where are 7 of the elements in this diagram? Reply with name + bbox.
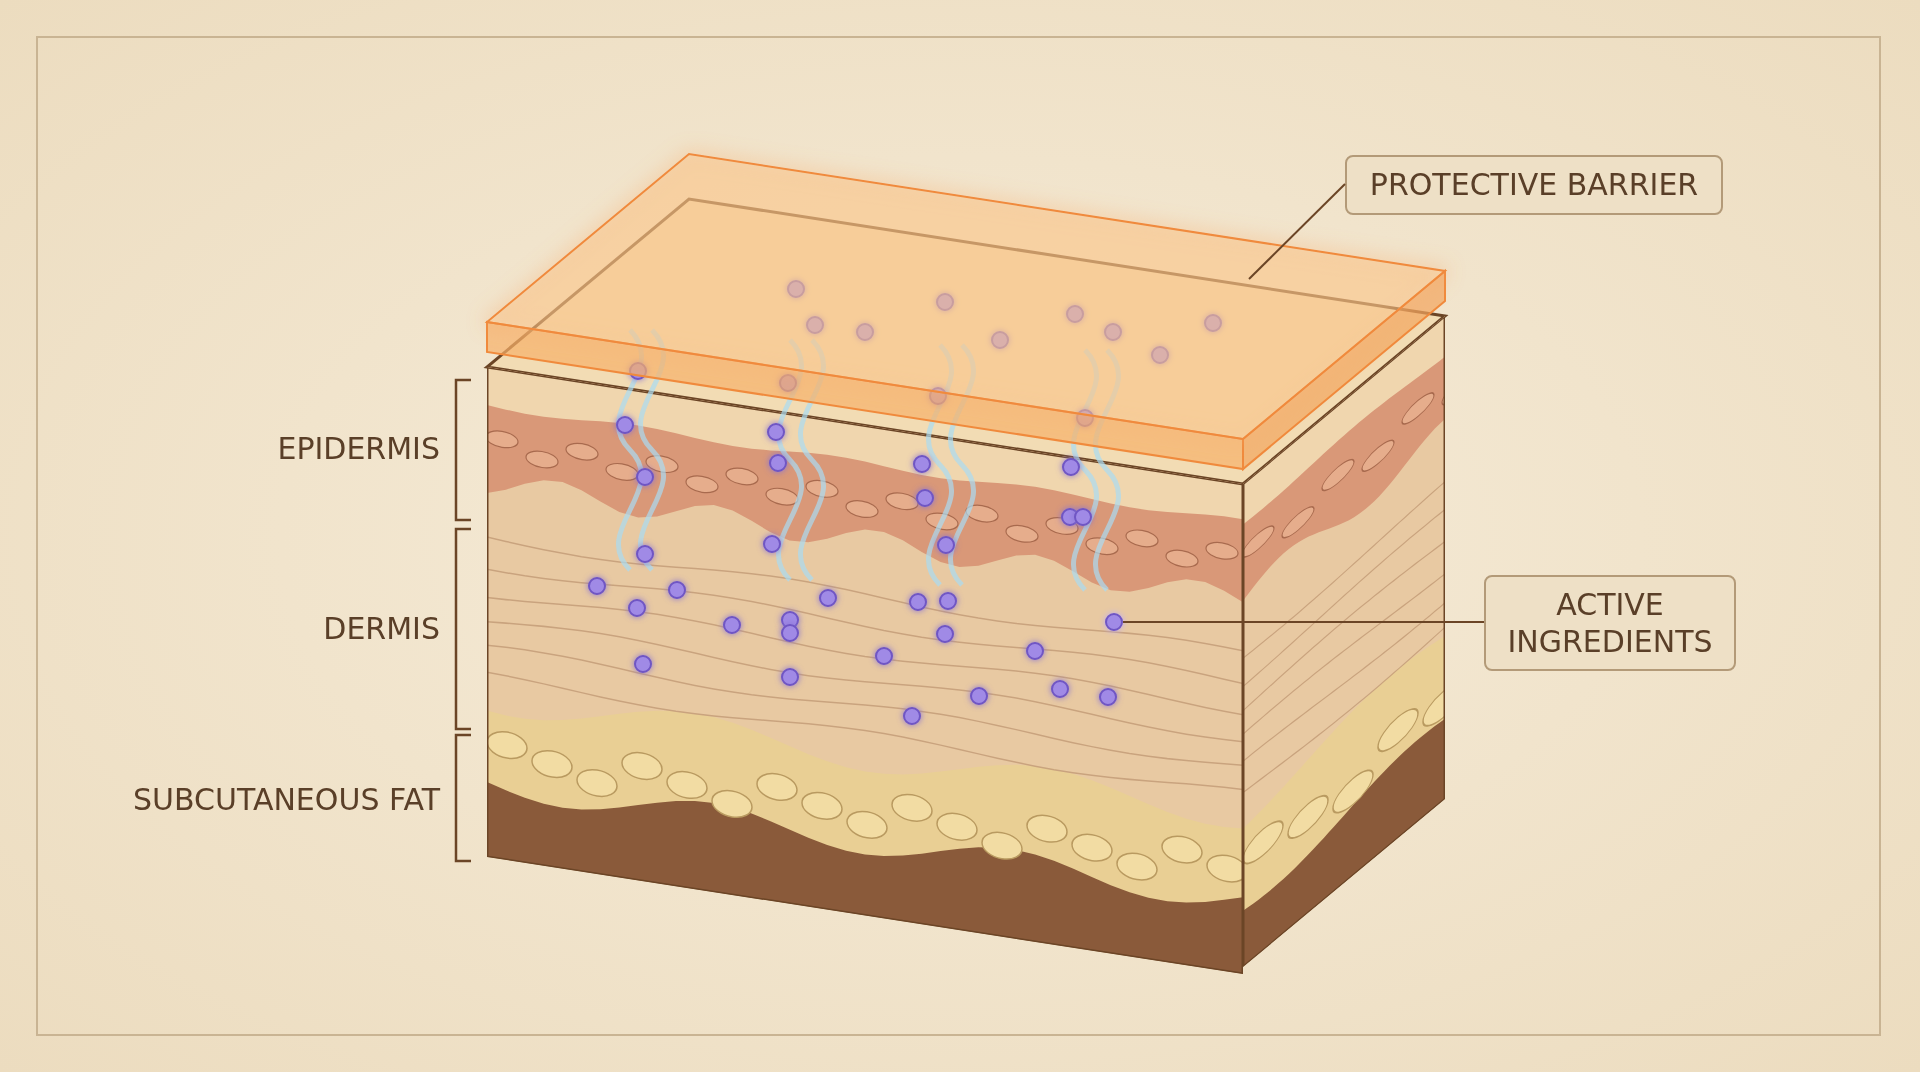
callout-label: PROTECTIVE BARRIER (1345, 155, 1723, 215)
layer-label: SUBCUTANEOUS FAT (132, 782, 440, 817)
callout-label: ACTIVE INGREDIENTS (1484, 575, 1736, 671)
layer-label: EPIDERMIS (277, 431, 440, 466)
leader-line (1122, 621, 1485, 623)
layer-label: DERMIS (323, 611, 440, 646)
leader-line (1248, 183, 1346, 280)
